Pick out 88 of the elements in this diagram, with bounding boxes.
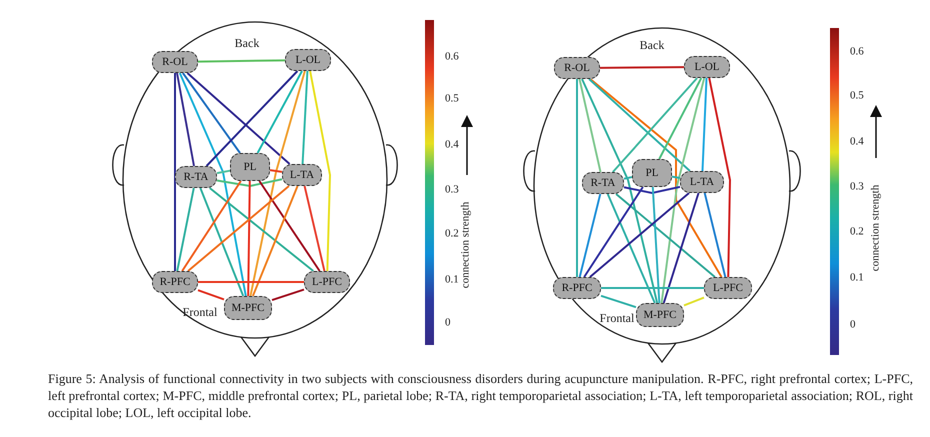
region-label: Frontal <box>182 306 218 318</box>
connection-line <box>176 188 195 272</box>
brain-region-node: PL <box>632 159 672 187</box>
connection-line <box>256 70 303 154</box>
brain-region-node: R-TA <box>582 172 624 194</box>
connection-line <box>198 59 286 63</box>
connection-line <box>181 180 242 272</box>
region-label: Frontal <box>600 312 634 324</box>
connection-line <box>708 78 731 278</box>
tick-label: 0.2 <box>445 228 459 240</box>
brain-region-node: L-OL <box>285 49 331 71</box>
connection-line <box>583 186 644 278</box>
connection-line <box>672 176 680 180</box>
tick-label: 0.5 <box>445 94 459 104</box>
tick-label: 0.6 <box>445 52 459 62</box>
connection-line <box>624 186 680 194</box>
connection-line <box>652 186 660 304</box>
connection-line <box>581 78 658 304</box>
tick-label: 0.4 <box>445 140 459 150</box>
connection-line <box>186 72 290 165</box>
connection-line <box>198 281 304 283</box>
tick-label: 0 <box>445 318 450 328</box>
connection-line <box>216 170 230 174</box>
connection-line <box>270 169 282 173</box>
brain-region-node: PL <box>230 153 270 181</box>
connection-line <box>662 192 700 304</box>
figure-caption: Figure 5: Analysis of functional connectivity in two subjects with consciousness disorders during acupuncture manipulation. R-PFC, right prefrontal cortex; L-PFC, left prefrontal cortex; M-PFC, middle prefrontal cortex; PL, parietal lobe; R-TA, right temporoparietal association; L-TA, left temporoparietal association; ROL, right occipital lobe; LOL, left occipital lobe. <box>48 370 913 421</box>
connection-line <box>216 178 282 188</box>
connection-line <box>600 66 684 69</box>
brain-region-node: R-OL <box>152 51 198 73</box>
connection-line <box>600 294 636 308</box>
tick-label: 0.4 <box>850 136 864 148</box>
tick-label: 0.3 <box>850 182 864 192</box>
tick-label: 0.6 <box>850 46 864 58</box>
connection-line <box>198 289 224 300</box>
brain-region-node: M-PFC <box>636 303 684 327</box>
axis-title: connection strength <box>460 202 472 288</box>
connection-line <box>624 176 632 180</box>
brain-region-node: R-TA <box>175 166 217 188</box>
connection-line <box>182 72 241 154</box>
connection-line <box>612 77 698 173</box>
connection-line <box>209 187 314 272</box>
connection-line <box>302 70 308 164</box>
brain-region-node: L-PFC <box>304 271 350 293</box>
axis-title: connection strength <box>870 184 882 272</box>
connection-line <box>589 192 690 278</box>
connection-line <box>304 186 326 272</box>
tick-label: 0.5 <box>850 90 864 102</box>
tick-label: 0.2 <box>850 226 864 238</box>
connection-line <box>578 194 602 278</box>
connection-line <box>176 72 195 166</box>
brain-region-node: R-PFC <box>553 277 601 299</box>
connection-line <box>590 78 722 278</box>
connection-line <box>250 70 306 296</box>
brain-region-node: L-PFC <box>704 277 752 299</box>
connection-line <box>178 72 247 296</box>
tick-label: 0.1 <box>445 274 459 286</box>
connection-line <box>601 287 704 289</box>
region-label: Back <box>640 39 664 51</box>
connection-line <box>578 78 602 172</box>
connection-line <box>658 78 702 160</box>
brain-region-node: L-TA <box>282 164 322 186</box>
connection-line <box>701 78 708 172</box>
connection-line <box>206 70 298 167</box>
connection-line <box>704 192 726 278</box>
connection-line <box>684 296 704 306</box>
brain-region-node: L-TA <box>680 171 724 193</box>
connection-line <box>606 194 656 304</box>
tick-label: 0 <box>850 320 856 330</box>
connection-line <box>252 186 298 296</box>
connection-line <box>187 185 290 272</box>
connection-line <box>247 180 251 296</box>
brain-region-node: M-PFC <box>224 296 272 320</box>
brain-region-node: L-OL <box>684 56 730 78</box>
brain-region-node: R-PFC <box>152 271 198 293</box>
connection-line <box>199 188 244 296</box>
connection-line <box>660 78 706 304</box>
connection-line <box>258 180 320 272</box>
tick-label: 0.3 <box>445 184 459 196</box>
connection-line <box>615 193 716 278</box>
connection-line <box>272 288 304 302</box>
connection-line <box>309 70 331 272</box>
connection-line <box>588 78 691 172</box>
brain-region-node: R-OL <box>554 57 600 79</box>
connection-line <box>174 73 176 271</box>
tick-label: 0.1 <box>850 272 864 284</box>
connection-line <box>576 79 578 277</box>
region-label: Back <box>234 37 260 49</box>
